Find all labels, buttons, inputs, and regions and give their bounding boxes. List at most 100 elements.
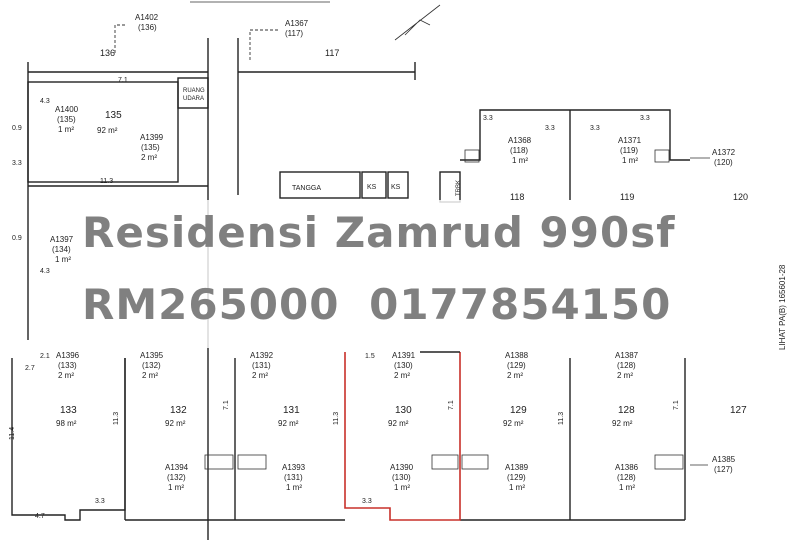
- dim: 11.3: [558, 412, 565, 425]
- dim: 4.3: [40, 268, 50, 275]
- unit-117: 117: [325, 48, 339, 58]
- tag-sub: (135): [57, 115, 76, 124]
- tag-sub: (128): [617, 361, 636, 370]
- unit-128-area: 92 m²: [612, 419, 633, 428]
- unit-132-area: 92 m²: [165, 419, 186, 428]
- dim: 2.7: [25, 365, 35, 372]
- tag-area: 1 m²: [394, 483, 410, 492]
- stair-box: [279, 171, 361, 199]
- unit-136: 136: [100, 48, 115, 58]
- tag-sub: (120): [714, 158, 733, 167]
- tag-area: 2 m²: [507, 371, 523, 380]
- tag-sub: (129): [507, 361, 526, 370]
- tag-sub: (129): [507, 473, 526, 482]
- tag-area: 2 m²: [617, 371, 633, 380]
- unit-131-area: 92 m²: [278, 419, 299, 428]
- tag-sub: (118): [510, 146, 528, 155]
- tag-a1367: A1367: [285, 19, 309, 28]
- tag-a1393: A1393: [282, 463, 306, 472]
- highlighted-unit-130: [344, 352, 461, 521]
- tag-a1394: A1394: [165, 463, 189, 472]
- watermark-overlay: [78, 200, 718, 348]
- duct-box: [464, 149, 480, 163]
- tag-a1387: A1387: [615, 351, 639, 360]
- tag-area: 1 m²: [619, 483, 635, 492]
- dim: 4.7: [35, 513, 45, 520]
- dim: 11.3: [100, 178, 113, 185]
- tag-area: 1 m²: [509, 483, 525, 492]
- duct-box: [431, 454, 459, 470]
- tag-sub: (117): [285, 29, 303, 38]
- dim: 3.3: [483, 115, 493, 122]
- tag-sub: (133): [58, 361, 77, 370]
- unit-129-area: 92 m²: [503, 419, 524, 428]
- tag-area: 1 m²: [168, 483, 184, 492]
- dim: 3.3: [362, 498, 372, 505]
- north-arrow-icon: [394, 4, 441, 41]
- dim: 7.1: [118, 77, 128, 84]
- listing-price-phone: RM265000 0177854150: [82, 280, 671, 329]
- tag-area: 1 m²: [286, 483, 302, 492]
- tag-sub: (131): [284, 473, 303, 482]
- tag-a1391: A1391: [392, 351, 416, 360]
- duct-box: [204, 454, 234, 470]
- dim: 7.1: [223, 400, 230, 410]
- tag-a1371: A1371: [618, 136, 642, 145]
- unit-133: 133: [60, 405, 77, 416]
- dim: 11.4: [9, 427, 16, 440]
- tag-a1396: A1396: [56, 351, 80, 360]
- unit-133-outline: [11, 358, 126, 521]
- upper-right-walls: [460, 109, 690, 161]
- tag-sub: (136): [138, 23, 157, 32]
- tag-a1385: A1385: [712, 455, 736, 464]
- duct-box: [237, 454, 267, 470]
- dim: 4.3: [40, 98, 50, 105]
- dim: 3.3: [12, 160, 22, 167]
- dim: 1.5: [365, 353, 375, 360]
- listing-price: RM265000: [82, 280, 340, 329]
- tag-a1392: A1392: [250, 351, 274, 360]
- ks-box: [361, 171, 387, 199]
- tag-area: 2 m²: [142, 371, 158, 380]
- tag-sub: (132): [167, 473, 186, 482]
- dim: 3.3: [640, 115, 650, 122]
- trbk-label: TRBK: [456, 180, 462, 196]
- tag-sub: (130): [392, 473, 411, 482]
- duct-box: [654, 454, 684, 470]
- unit-132: 132: [170, 405, 187, 416]
- ks-label: KS: [391, 184, 401, 191]
- duct-box: [461, 454, 489, 470]
- tag-a1399: A1399: [140, 133, 164, 142]
- dim: 11.3: [113, 412, 120, 425]
- tag-sub: (134): [52, 245, 71, 254]
- dim: 11.3: [333, 412, 340, 425]
- dim: 7.1: [673, 400, 680, 410]
- ks-label: KS: [367, 184, 377, 191]
- tag-a1397: A1397: [50, 235, 74, 244]
- tag-a1388: A1388: [505, 351, 529, 360]
- ruang-label: RUANG: [183, 88, 205, 94]
- dim: 3.3: [95, 498, 105, 505]
- tag-area: 1 m²: [512, 156, 528, 165]
- dim: 0.9: [12, 235, 22, 242]
- listing-title: Residensi Zamrud 990sf: [82, 208, 676, 257]
- tag-sub: (119): [620, 146, 638, 155]
- tag-sub: (127): [714, 465, 733, 474]
- tag-sub: (135): [141, 143, 160, 152]
- tag-sub: (128): [617, 473, 636, 482]
- tag-sub: (131): [252, 361, 271, 370]
- tag-a1368: A1368: [508, 136, 532, 145]
- dim: 3.3: [590, 125, 600, 132]
- tag-a1395: A1395: [140, 351, 164, 360]
- ks-box: [387, 171, 409, 199]
- unit-135-area: 92 m²: [97, 126, 118, 135]
- tag-area: 2 m²: [58, 371, 74, 380]
- ruang-udara-box: [177, 77, 209, 109]
- tag-a1372: A1372: [712, 148, 736, 157]
- leader-line: [114, 24, 125, 55]
- unit-135: 135: [105, 110, 122, 121]
- udara-label: UDARA: [183, 96, 204, 102]
- dim: 2.1: [40, 353, 50, 360]
- tag-a1390: A1390: [390, 463, 414, 472]
